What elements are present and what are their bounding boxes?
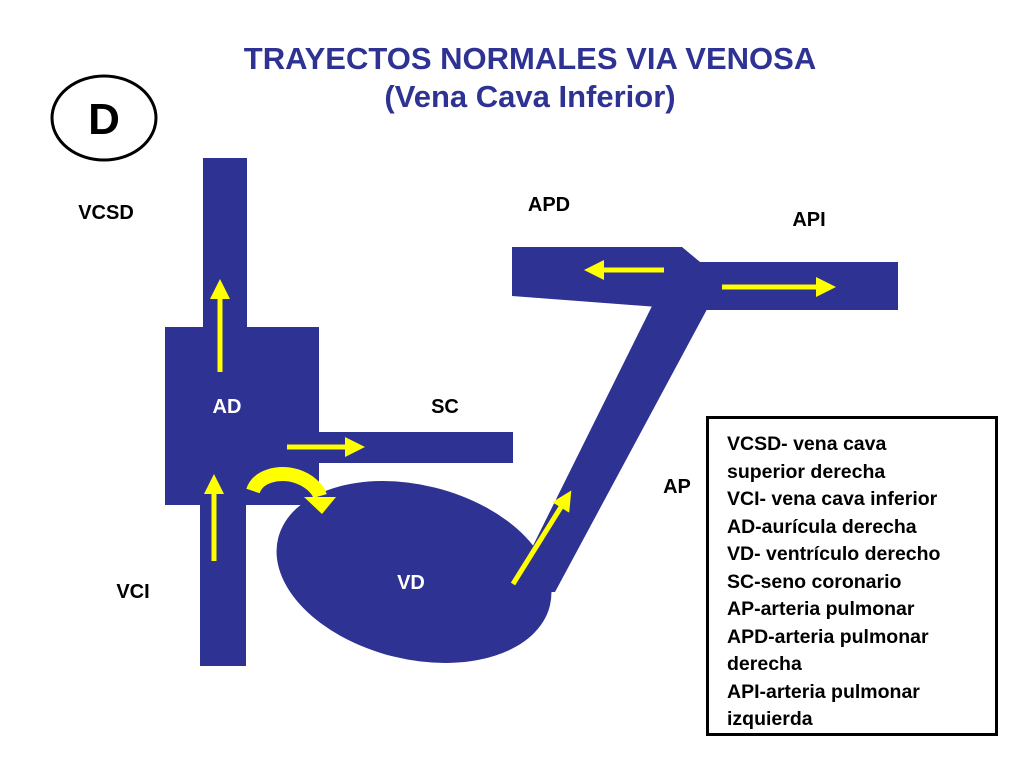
label-ad: AD xyxy=(213,396,242,418)
diagram-labels: VCSD VCI AD VD SC AP APD API xyxy=(78,194,825,603)
legend-line: VD- ventrículo derecho xyxy=(727,543,941,565)
legend-line: SC-seno coronario xyxy=(727,570,902,593)
legend-line: AP-arteria pulmonar xyxy=(727,598,915,620)
legend-box: VCSD- vena cava superior derecha VCI- ve… xyxy=(706,416,998,736)
arrow-icon xyxy=(510,490,572,586)
legend-line: izquierda xyxy=(727,708,813,730)
curved-arrow-icon xyxy=(246,467,336,514)
label-api: API xyxy=(792,209,825,231)
label-sc: SC xyxy=(431,396,459,418)
right-ventricle-chamber xyxy=(276,481,552,663)
label-ap: AP xyxy=(663,476,691,498)
legend-line: derecha xyxy=(727,653,802,675)
label-vci: VCI xyxy=(116,581,149,603)
inferior-vena-cava-vessel xyxy=(200,500,246,666)
label-vd: VD xyxy=(397,572,425,594)
legend-line: VCSD- vena cava xyxy=(727,433,887,455)
title-line-1: TRAYECTOS NORMALES VIA VENOSA xyxy=(243,41,817,76)
legend-line: superior derecha xyxy=(727,460,886,483)
section-badge: D xyxy=(50,74,158,162)
legend-line: APD-arteria pulmonar xyxy=(727,625,929,648)
flow-arrows xyxy=(204,260,836,586)
legend-line: AD-aurícula derecha xyxy=(727,515,917,538)
legend-line: VCI- vena cava inferior xyxy=(727,488,938,510)
vessels xyxy=(165,158,898,666)
pulmonary-artery-trunk xyxy=(510,300,712,592)
badge-letter: D xyxy=(88,95,120,144)
label-vcsd: VCSD xyxy=(78,202,134,224)
left-pulmonary-artery-vessel xyxy=(682,250,898,310)
title-line-2: (Vena Cava Inferior) xyxy=(384,79,676,114)
badge-circle xyxy=(50,74,158,162)
label-apd: APD xyxy=(528,194,570,216)
legend-line: API-arteria pulmonar xyxy=(727,680,920,703)
right-pulmonary-artery-vessel xyxy=(512,247,700,310)
superior-vena-cava-vessel xyxy=(203,158,247,330)
